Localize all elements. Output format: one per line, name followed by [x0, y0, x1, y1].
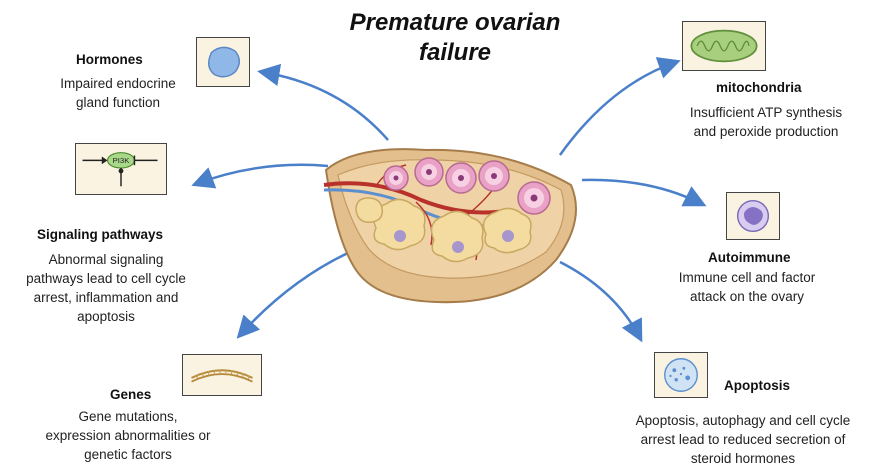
apoptosis-description: Apoptosis, autophagy and cell cycle arre… [618, 411, 868, 468]
genes-heading: Genes [110, 387, 151, 402]
mitochondria-heading: mitochondria [716, 80, 802, 95]
autoimmune-description: Immune cell and factor attack on the ova… [652, 268, 842, 306]
hormones-description: Impaired endocrine gland function [38, 74, 198, 112]
immune-cell-icon [726, 192, 780, 240]
hormones-heading: Hormones [76, 52, 143, 67]
pi3k-pathway-icon: PI3K [75, 143, 167, 195]
mitochondria-description: Insufficient ATP synthesis and peroxide … [666, 103, 866, 141]
signaling-heading: Signaling pathways [37, 227, 163, 242]
mitochondria-icon [682, 21, 766, 71]
genes-description: Gene mutations, expression abnormalities… [28, 407, 228, 464]
apoptotic-cell-icon [654, 352, 708, 398]
endocrine-gland-icon [196, 37, 250, 87]
arrow-to-autoimmune [582, 180, 702, 204]
arrow-to-signaling [196, 165, 328, 184]
signaling-description: Abnormal signaling pathways lead to cell… [16, 250, 196, 326]
pi3k-label: PI3K [113, 156, 131, 165]
dna-icon [182, 354, 262, 396]
ovary-illustration [316, 130, 586, 310]
apoptosis-heading: Apoptosis [724, 378, 790, 393]
autoimmune-heading: Autoimmune [708, 250, 791, 265]
